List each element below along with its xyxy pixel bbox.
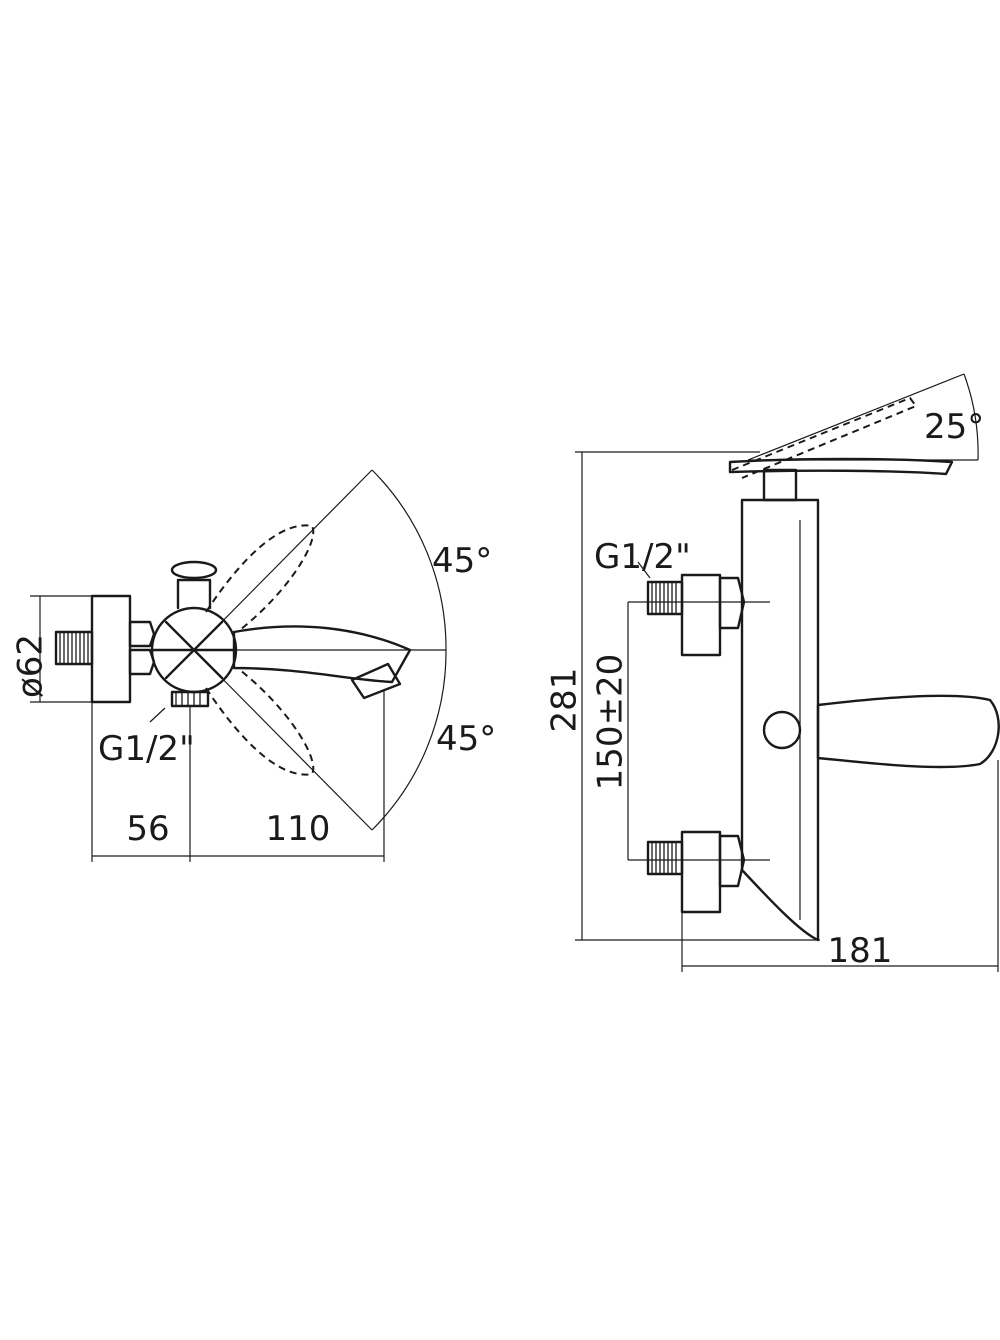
- label-lever-tilt: 25°: [924, 407, 984, 447]
- side-diverter-circle: [762, 710, 802, 750]
- front-diverter-knob: [170, 560, 218, 580]
- label-inlet-depth: 56: [126, 809, 169, 849]
- side-valve-body: [740, 498, 820, 942]
- label-swivel-upper: 45°: [432, 541, 492, 581]
- front-inlet-hatch: [59, 632, 89, 664]
- label-total-height: 281: [545, 668, 585, 733]
- front-inlet-thread: [54, 630, 94, 666]
- side-upper-nut: [718, 576, 746, 630]
- label-outlet-thread: G1/2": [98, 729, 195, 769]
- front-wall-plate: [90, 594, 132, 704]
- front-spout-ghost-lower: [205, 669, 315, 776]
- label-spout-reach: 110: [266, 809, 331, 849]
- side-lever-neck: [762, 468, 798, 502]
- front-swivel-arc: [371, 469, 447, 831]
- label-inlet-thread: G1/2": [594, 537, 691, 577]
- side-tilt-arc: [963, 373, 979, 461]
- side-upper-plate: [680, 573, 722, 657]
- label-diameter: ø62: [11, 634, 51, 698]
- side-lever-ghost: [731, 396, 918, 479]
- front-spout-ghost-upper: [205, 524, 315, 631]
- side-upper-thread: [646, 580, 684, 616]
- side-lower-plate: [680, 830, 722, 914]
- front-spout: [232, 625, 412, 684]
- front-outlet-thread: [170, 690, 210, 708]
- front-aerator: [350, 662, 402, 700]
- label-total-depth: 181: [828, 931, 893, 971]
- front-nut-lower: [128, 648, 156, 676]
- label-swivel-lower: 45°: [436, 719, 496, 759]
- side-lever: [728, 457, 954, 476]
- side-view: [575, 373, 1000, 972]
- label-centers: 150±20: [591, 654, 631, 791]
- front-nut-upper: [128, 620, 156, 648]
- side-spout: [816, 694, 1000, 769]
- side-lower-thread: [646, 840, 684, 876]
- front-diverter-stem: [176, 578, 212, 610]
- side-lower-nut: [718, 834, 746, 888]
- front-view: [30, 469, 447, 862]
